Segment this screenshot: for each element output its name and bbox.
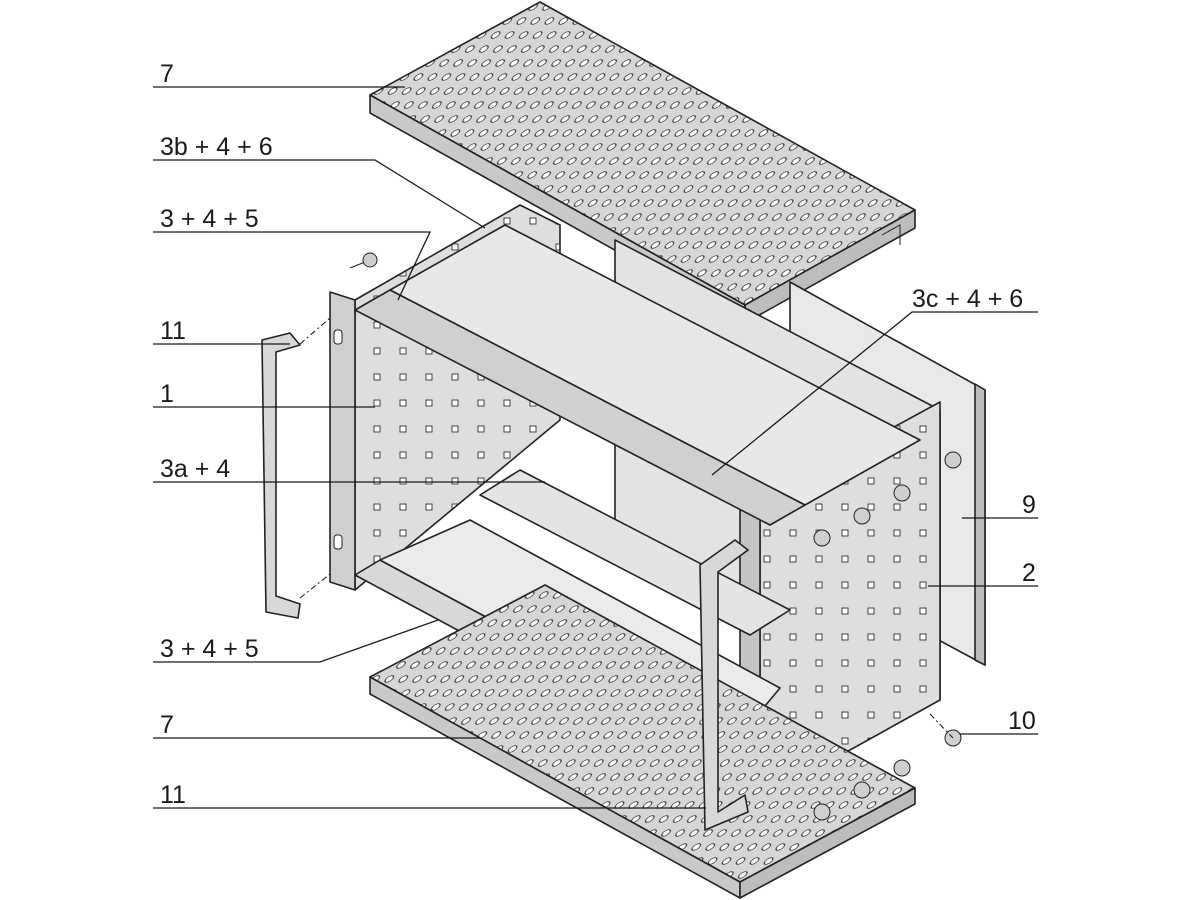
callout-side-panel-right: 2 bbox=[1022, 559, 1036, 587]
screw-rear-3 bbox=[853, 507, 871, 525]
screw-bottom-3 bbox=[853, 781, 871, 799]
callout-handle-right: 11 bbox=[160, 781, 186, 809]
bottom-cover bbox=[369, 584, 916, 899]
callout-rear-panel: 9 bbox=[1022, 491, 1036, 519]
screw-rear-1 bbox=[944, 451, 962, 469]
callout-bottom-rail-front: 3 + 4 + 5 bbox=[160, 635, 259, 663]
leader-lines bbox=[153, 86, 1038, 809]
callout-top-rail-front: 3 + 4 + 5 bbox=[160, 205, 259, 233]
callout-top-rail-rear: 3b + 4 + 6 bbox=[160, 133, 273, 161]
screw-rear-2 bbox=[893, 484, 911, 502]
leader-top-rail-rear bbox=[153, 159, 486, 229]
screws bbox=[299, 252, 962, 821]
leader-rear-rail bbox=[711, 311, 1038, 476]
screw-bottom-2 bbox=[893, 759, 911, 777]
screw-top-left bbox=[349, 252, 378, 269]
screw-rear-4 bbox=[813, 529, 831, 547]
callout-screw: 10 bbox=[1008, 707, 1036, 735]
leader-bottom-rail-front bbox=[153, 619, 439, 663]
callout-bottom-cover: 7 bbox=[160, 711, 174, 739]
callout-side-panel-left: 1 bbox=[160, 380, 174, 408]
callout-middle-rail: 3a + 4 bbox=[160, 455, 230, 483]
callout-handle-left: 11 bbox=[160, 317, 186, 345]
callout-labels: 7 3b + 4 + 6 3 + 4 + 5 11 1 3a + 4 3 + 4… bbox=[160, 60, 1036, 809]
leader-top-rail-front bbox=[153, 231, 432, 301]
screw-bottom-4 bbox=[813, 803, 831, 821]
callout-top-cover: 7 bbox=[160, 60, 174, 88]
callout-rear-rail: 3c + 4 + 6 bbox=[912, 285, 1023, 313]
right-handle bbox=[699, 539, 749, 831]
left-handle bbox=[261, 332, 301, 619]
